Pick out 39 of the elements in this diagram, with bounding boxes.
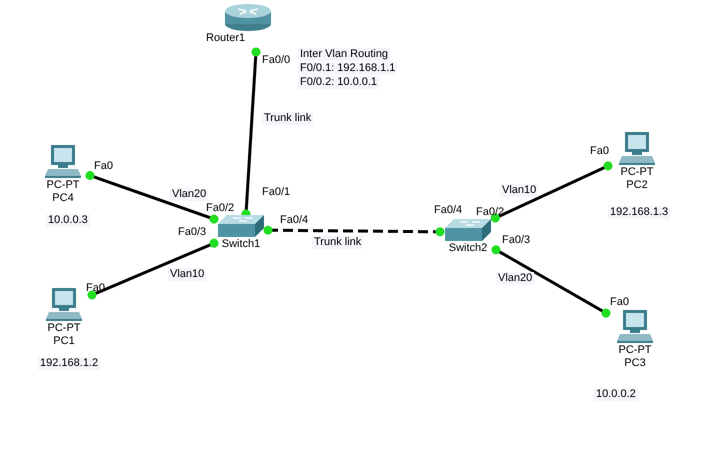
device-type-label: PC-PT (48, 322, 80, 335)
port-label: Fa0 (94, 160, 113, 173)
edge-label: Vlan10 (500, 184, 538, 197)
edge-label: Trunk link (312, 236, 364, 249)
device-name-label: PC3 (624, 357, 646, 370)
ip-address-label: 192.168.1.2 (38, 357, 100, 370)
edge-label: Trunk link (262, 112, 314, 125)
ip-address-label: 10.0.0.3 (46, 214, 90, 227)
note-text: F0/0.2: 10.0.0.1 (298, 76, 380, 89)
note-text: F0/0.1: 192.168.1.1 (298, 62, 398, 75)
device-name-label: PC1 (53, 335, 75, 348)
device-name-label: PC4 (52, 192, 74, 205)
link-line (88, 238, 218, 300)
device-name-label: Switch2 (448, 242, 488, 255)
note-text: Inter Vlan Routing (298, 48, 390, 61)
edge-label: Vlan10 (168, 268, 206, 281)
edge-label: Vlan20 (496, 272, 534, 285)
port-label: Fa0 (610, 296, 629, 309)
port-label: Fa0/1 (262, 186, 290, 199)
device-type-label: PC-PT (620, 166, 654, 179)
port-label: Fa0 (590, 145, 609, 158)
device-type-label: PC-PT (618, 344, 652, 357)
link-line (490, 161, 612, 222)
device-type-label: PC-PT (46, 179, 80, 192)
ip-address-label: 192.168.1.3 (608, 206, 670, 219)
link-line (492, 245, 610, 318)
edge-label: Vlan20 (170, 188, 208, 201)
port-label: Fa0/0 (262, 54, 290, 67)
link-line (86, 171, 218, 224)
device-name-label: PC2 (626, 179, 648, 192)
port-label: Fa0/3 (502, 234, 530, 247)
device-name-label: Switch1 (222, 238, 260, 251)
port-label: Fa0/2 (206, 202, 234, 215)
ip-address-label: 10.0.0.2 (594, 388, 638, 401)
port-label: Fa0/4 (280, 214, 308, 227)
port-label: Fa0/4 (434, 204, 462, 217)
device-name-label: Router1 (206, 32, 246, 45)
dashed-link-line (264, 226, 444, 236)
port-label: Fa0/3 (178, 226, 206, 239)
